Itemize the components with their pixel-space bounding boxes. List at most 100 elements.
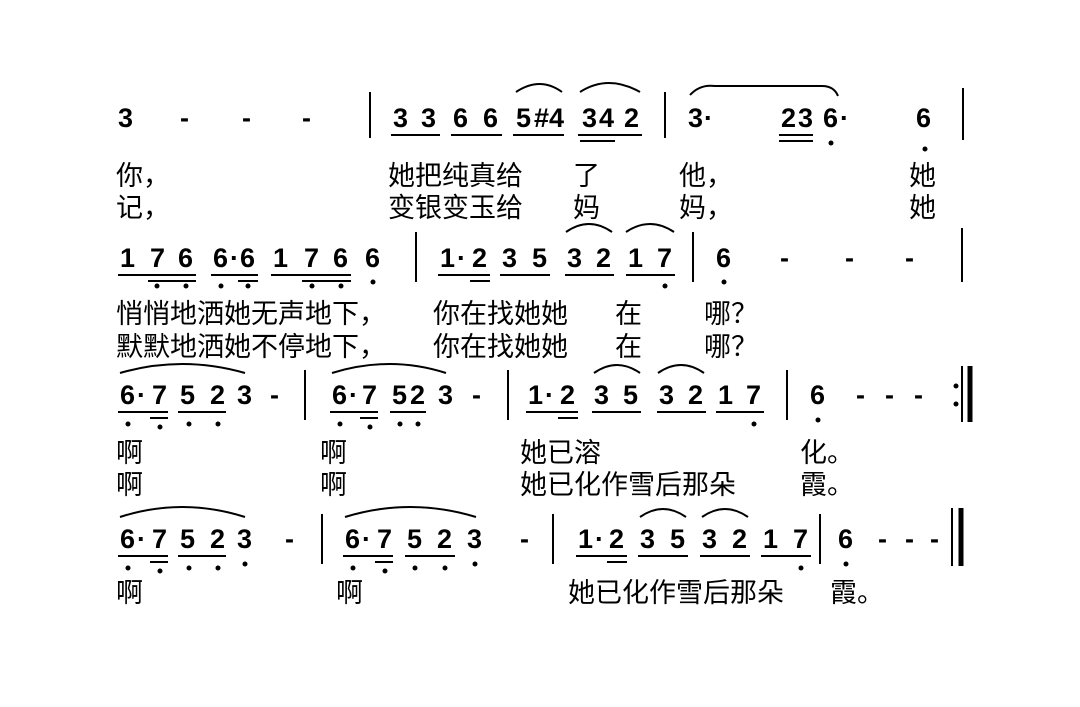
note: 3 xyxy=(237,380,252,410)
note: 1 xyxy=(440,243,455,273)
note: 2 xyxy=(560,380,575,410)
note: 5 xyxy=(407,524,422,554)
lyric: 她 xyxy=(909,161,936,192)
slur xyxy=(639,508,687,518)
dot: · xyxy=(362,524,371,554)
slur xyxy=(657,364,705,374)
lyric: 她 xyxy=(909,193,936,224)
lyric: 你在找她她 xyxy=(433,299,568,330)
octave-dot xyxy=(442,565,448,571)
octave-dot xyxy=(125,421,131,427)
dash: - xyxy=(302,103,311,133)
note: 6 xyxy=(120,380,135,410)
note: 7 xyxy=(152,524,167,554)
octave-dot xyxy=(751,421,757,427)
lyric: 默默地洒她不停地下， xyxy=(116,332,386,363)
slur xyxy=(331,363,447,374)
note: 3 xyxy=(640,524,655,554)
note: 7 xyxy=(304,243,319,273)
lyric: 了 xyxy=(573,161,600,192)
note: 6 xyxy=(453,103,468,133)
note: 5 xyxy=(180,380,195,410)
octave-dot xyxy=(183,283,189,289)
note: 2 xyxy=(472,243,487,273)
lyric: 她把纯真给 xyxy=(388,161,523,192)
note: 1 xyxy=(718,380,733,410)
dash: - xyxy=(885,380,894,410)
system-2: 1 7 6 6 · 6 1 7 6 6 1 · 2 3 5 3 2 1 7 6 … xyxy=(116,223,963,363)
dash: - xyxy=(242,103,251,133)
octave-dot xyxy=(215,565,221,571)
octave-dot xyxy=(215,421,221,427)
lyric: 化。 xyxy=(800,438,854,469)
note: 3 xyxy=(237,524,252,554)
note: 5 xyxy=(180,524,195,554)
octave-dot xyxy=(798,565,804,571)
note: 5 xyxy=(670,524,685,554)
note: 6 xyxy=(483,103,498,133)
dash: - xyxy=(180,103,189,133)
octave-dot xyxy=(218,283,224,289)
lyric: 啊 xyxy=(320,470,347,501)
octave-dot xyxy=(157,424,163,430)
dot: · xyxy=(545,380,554,410)
octave-dot xyxy=(338,283,344,289)
dash: - xyxy=(285,524,294,554)
note: 7 xyxy=(377,524,392,554)
note: 3 xyxy=(594,380,609,410)
octave-dot xyxy=(350,565,356,571)
octave-dot xyxy=(397,421,403,427)
lyric: 霞。 xyxy=(800,470,854,501)
system-4: 6 · 7 5 2 3 - 6 · 7 5 2 3 - 1 · 2 3 5 3 … xyxy=(116,506,964,609)
octave-dot xyxy=(472,561,478,567)
note: 3 xyxy=(798,103,813,133)
lyric: 记， xyxy=(116,193,170,224)
lyric: 啊 xyxy=(116,470,143,501)
lyric: 妈， xyxy=(679,193,733,224)
dash: - xyxy=(520,524,529,554)
note: 3 xyxy=(118,103,133,133)
dot: · xyxy=(230,243,239,273)
note: 3 xyxy=(702,524,717,554)
note: 6 xyxy=(213,243,228,273)
repeat-dot xyxy=(953,383,959,389)
slur xyxy=(593,364,641,374)
note: 3 xyxy=(688,103,703,133)
dot: · xyxy=(704,103,713,133)
slur xyxy=(701,508,749,518)
dash: - xyxy=(905,243,914,273)
lyric: 她已溶 xyxy=(520,438,601,469)
lyric: 哪？ xyxy=(704,299,758,330)
octave-dot xyxy=(922,146,928,152)
note: 2 xyxy=(410,380,425,410)
note: 2 xyxy=(609,524,624,554)
dot: · xyxy=(137,524,146,554)
dot: · xyxy=(840,103,849,133)
note: 2 xyxy=(210,380,225,410)
dash: - xyxy=(930,524,939,554)
note: 6 xyxy=(716,243,731,273)
note: 1 xyxy=(528,380,543,410)
dot: · xyxy=(457,243,466,273)
octave-dot xyxy=(382,568,388,574)
slur xyxy=(344,506,477,518)
note: 6 xyxy=(178,243,193,273)
dash: - xyxy=(780,243,789,273)
note: 6 xyxy=(345,524,360,554)
dot: · xyxy=(349,380,358,410)
note: 7 xyxy=(152,380,167,410)
octave-dot xyxy=(828,140,834,146)
note: 3 xyxy=(393,103,408,133)
note: 6 xyxy=(240,243,255,273)
octave-dot xyxy=(245,283,251,289)
lyric: 啊 xyxy=(336,578,363,609)
octave-dot xyxy=(815,417,821,423)
note: 2 xyxy=(437,524,452,554)
note: 1 xyxy=(120,243,135,273)
octave-dot xyxy=(370,279,376,285)
lyric: 悄悄地洒她无声地下， xyxy=(116,299,386,330)
slur xyxy=(119,506,246,518)
lyric: 她已化作雪后那朵 xyxy=(568,578,784,609)
slur xyxy=(515,83,563,93)
dash: - xyxy=(270,380,279,410)
